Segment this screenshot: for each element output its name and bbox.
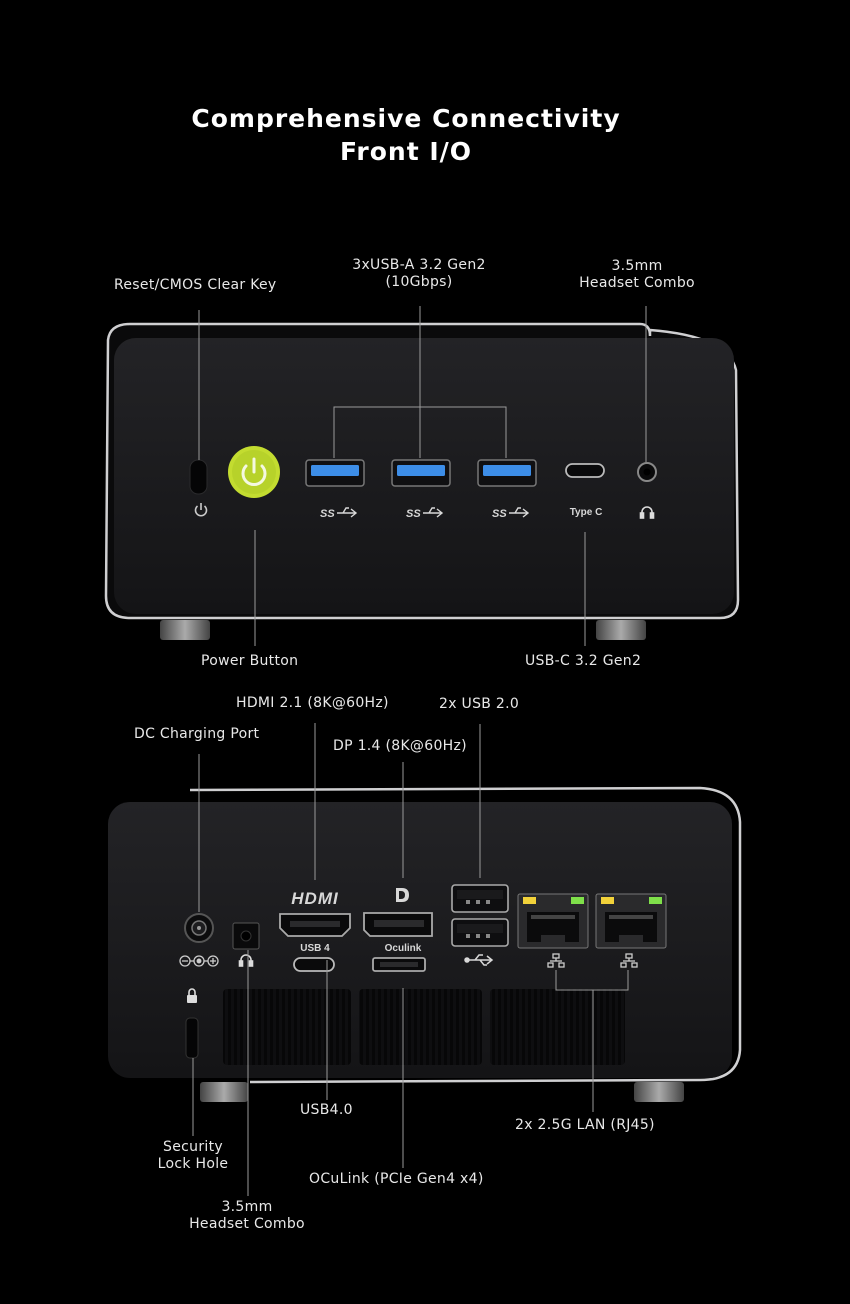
dp-logo [396, 888, 409, 902]
lan-port-2 [595, 893, 667, 949]
rear-feet-right [634, 1082, 684, 1102]
front-audio-jack-hole [643, 468, 651, 476]
callout-oculink: OCuLink (PCIe Gen4 x4) [309, 1171, 484, 1187]
callout-security-lock: Security Lock Hole [150, 1139, 236, 1173]
callout-front-audio: 3.5mm Headset Combo [570, 258, 704, 292]
callout-front-audio-line1: 3.5mm [611, 258, 663, 274]
typec-label: Type C [570, 507, 603, 518]
callout-power-button: Power Button [201, 653, 299, 669]
ss-logo-3: SS [492, 508, 507, 520]
callout-usb-a-line2: (10Gbps) [385, 274, 453, 290]
callout-security-lock-line1: Security [163, 1139, 223, 1155]
ss-logo-2: SS [406, 508, 421, 520]
callout-dc-charging: DC Charging Port [134, 726, 260, 742]
callout-security-lock-line2: Lock Hole [157, 1156, 229, 1172]
vent-right [490, 989, 625, 1065]
usb-a-port-3 [477, 459, 537, 487]
hdmi-logo: HDMI [291, 889, 339, 908]
callout-usb-c: USB-C 3.2 Gen2 [525, 653, 642, 669]
usb-trident-icons [337, 507, 530, 518]
usb4-label: USB 4 [300, 943, 330, 954]
rear-chassis-rim [189, 786, 742, 1084]
usb-c-port [565, 463, 605, 478]
power-button [228, 446, 280, 498]
reset-power-icon [194, 503, 208, 517]
title-line-2: Front I/O [339, 137, 473, 166]
front-feet-right [596, 620, 646, 640]
page-title: Comprehensive Connectivity Front I/O [0, 102, 812, 168]
callout-lan: 2x 2.5G LAN (RJ45) [515, 1117, 655, 1133]
callout-front-audio-line2: Headset Combo [579, 275, 695, 291]
oculink-label: Oculink [385, 943, 422, 954]
headset-icon [639, 506, 655, 519]
reset-key [189, 459, 208, 495]
usb2-port-top [451, 884, 509, 913]
callout-rear-audio-line1: 3.5mm [221, 1199, 273, 1215]
front-unit: SS SS SS Type C [104, 306, 740, 646]
security-lock-slot [185, 1017, 199, 1059]
ss-logo-1: SS [320, 508, 335, 520]
callout-usb-a-line1: 3xUSB-A 3.2 Gen2 [352, 257, 486, 273]
usb4-port [293, 957, 335, 972]
vent-middle [359, 989, 482, 1065]
title-line-1: Comprehensive Connectivity [191, 104, 621, 133]
callout-usb-a: 3xUSB-A 3.2 Gen2 (10Gbps) [338, 257, 500, 291]
rear-headset-icon [238, 954, 254, 967]
rear-feet-left [200, 1082, 248, 1102]
front-feet-left [160, 620, 210, 640]
usb-a-port-2 [391, 459, 451, 487]
callout-rear-audio: 3.5mm Headset Combo [180, 1199, 314, 1233]
network-icons [547, 953, 638, 968]
lock-icon [187, 988, 197, 1003]
dc-polarity-icon [179, 955, 219, 967]
rear-unit: HDMI USB 4 Oculink [108, 723, 742, 1196]
vent-left [223, 989, 351, 1065]
callout-dp: DP 1.4 (8K@60Hz) [333, 738, 467, 754]
lan-port-1 [517, 893, 589, 949]
usb-trident-icon [464, 954, 494, 966]
front-leader-lines [198, 306, 647, 646]
callout-rear-audio-line2: Headset Combo [189, 1216, 305, 1232]
rear-leader-lines [192, 723, 629, 1196]
callout-reset-cmos: Reset/CMOS Clear Key [114, 277, 277, 293]
usb-a-port-1 [305, 459, 365, 487]
callout-usb4: USB4.0 [300, 1102, 353, 1118]
usb2-port-bottom [451, 918, 509, 947]
callout-hdmi: HDMI 2.1 (8K@60Hz) [236, 695, 389, 711]
callout-usb2: 2x USB 2.0 [439, 696, 520, 712]
